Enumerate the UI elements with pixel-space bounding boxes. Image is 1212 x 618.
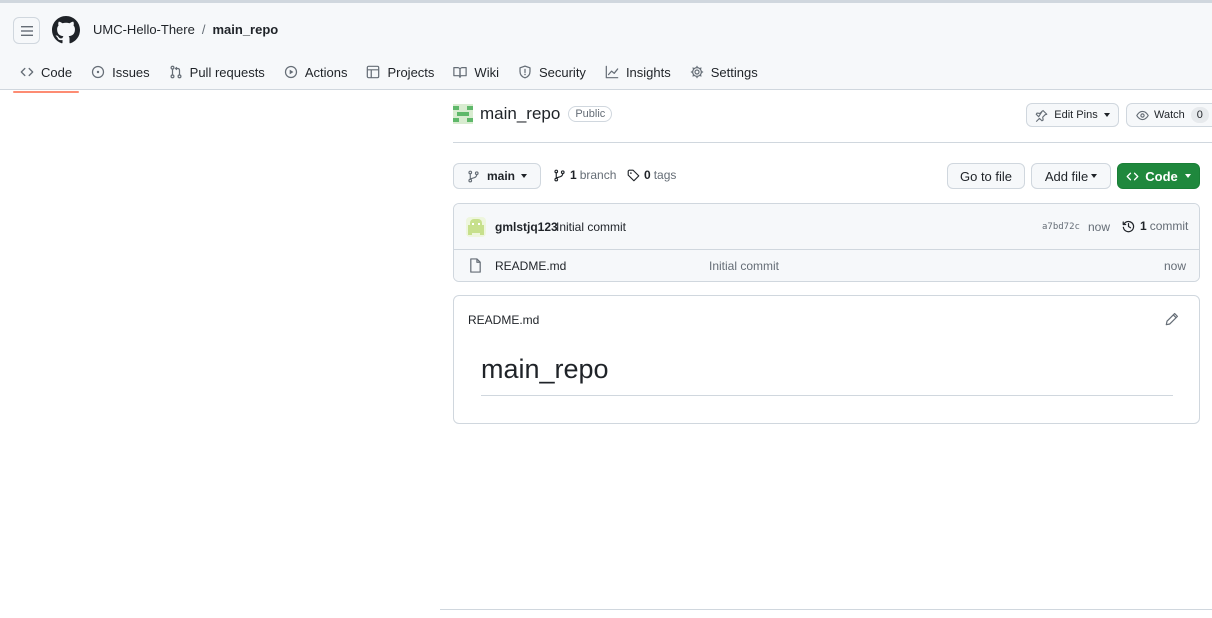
commit-message-link[interactable]: Initial commit — [556, 220, 627, 234]
commit-count: 1 — [1140, 219, 1147, 233]
caret-down-icon — [1091, 174, 1098, 178]
commit-sha-link[interactable]: a7bd72c — [1042, 222, 1080, 232]
repo-nav-tabs: Code Issues Pull requests Actions Projec… — [13, 55, 770, 93]
tab-actions[interactable]: Actions — [277, 55, 355, 89]
file-browser: gmlstjq123 Initial commit a7bd72c now 1 … — [453, 203, 1200, 282]
history-icon — [1122, 220, 1135, 232]
watch-button[interactable]: Watch 0 — [1126, 103, 1212, 127]
author-avatar[interactable] — [466, 217, 486, 237]
watch-count: 0 — [1190, 107, 1209, 123]
commits-history-link[interactable]: 1 commit — [1122, 219, 1188, 233]
repo-title-row: main_repo Public — [453, 104, 613, 124]
add-file-button[interactable]: Add file — [1031, 163, 1111, 189]
caret-down-icon — [1103, 113, 1110, 117]
code-icon — [20, 67, 34, 77]
tab-label: Projects — [387, 64, 435, 80]
edit-pins-label: Edit Pins — [1054, 109, 1098, 121]
tab-code[interactable]: Code — [13, 55, 80, 93]
file-time: now — [1163, 259, 1186, 273]
file-commit-message[interactable]: Initial commit — [709, 259, 780, 273]
tab-label: Actions — [304, 64, 348, 80]
tab-label: Insights — [625, 64, 671, 80]
tab-label: Code — [41, 64, 73, 80]
shield-icon — [519, 65, 531, 79]
tag-label: tags — [653, 168, 677, 182]
latest-commit-row: gmlstjq123 Initial commit a7bd72c now 1 … — [454, 204, 1199, 250]
app-header: UMC-Hello-There / main_repo Code Issues … — [0, 0, 1212, 93]
commit-author-link[interactable]: gmlstjq123 — [495, 220, 558, 234]
tab-issues[interactable]: Issues — [84, 55, 157, 89]
readme-panel: README.md main_repo — [453, 295, 1200, 424]
caret-down-icon — [521, 174, 527, 178]
tab-label: Pull requests — [189, 64, 265, 80]
branches-link[interactable]: 1 branch — [553, 168, 616, 182]
file-row[interactable]: README.md Initial commit now — [454, 250, 1199, 281]
tab-label: Issues — [112, 64, 150, 80]
git-branch-icon — [468, 170, 479, 182]
book-icon — [453, 67, 468, 78]
play-icon — [284, 65, 297, 79]
tag-count: 0 — [644, 168, 651, 182]
tab-label: Wiki — [474, 64, 499, 80]
commit-count-label: commit — [1149, 219, 1189, 233]
tab-projects[interactable]: Projects — [359, 55, 441, 89]
file-name-link[interactable]: README.md — [495, 259, 567, 273]
pencil-icon[interactable] — [1165, 312, 1179, 326]
code-button[interactable]: Code — [1117, 163, 1200, 189]
tab-wiki[interactable]: Wiki — [446, 55, 506, 89]
tab-security[interactable]: Security — [511, 55, 593, 89]
commit-time: now — [1088, 220, 1111, 234]
tab-settings[interactable]: Settings — [683, 55, 765, 89]
hamburger-icon — [20, 25, 33, 36]
git-pull-request-icon — [170, 65, 182, 79]
footer-divider — [440, 609, 1212, 610]
tab-label: Settings — [710, 64, 758, 80]
readme-filename[interactable]: README.md — [468, 313, 540, 327]
issue-opened-icon — [91, 65, 105, 79]
breadcrumb-repo-link[interactable]: main_repo — [212, 22, 279, 37]
tags-link[interactable]: 0 tags — [627, 168, 676, 182]
readme-heading: main_repo — [481, 354, 609, 384]
menu-button[interactable] — [13, 17, 40, 44]
tab-pull-requests[interactable]: Pull requests — [162, 55, 272, 89]
branch-label: branch — [579, 168, 617, 182]
repo-name[interactable]: main_repo — [480, 104, 561, 123]
code-icon — [1126, 172, 1139, 180]
git-branch-icon — [554, 169, 565, 181]
breadcrumb: UMC-Hello-There / main_repo — [93, 22, 278, 37]
code-button-label: Code — [1145, 168, 1178, 184]
graph-icon — [605, 65, 619, 79]
go-to-file-button[interactable]: Go to file — [947, 163, 1025, 189]
tab-label: Security — [538, 64, 586, 80]
branch-name: main — [486, 169, 515, 183]
caret-down-icon — [1184, 174, 1191, 178]
repo-owner-avatar — [453, 104, 473, 124]
breadcrumb-owner-link[interactable]: UMC-Hello-There — [93, 22, 195, 37]
gear-icon — [690, 65, 703, 79]
table-icon — [367, 65, 380, 79]
tag-icon — [627, 169, 640, 181]
add-file-label: Add file — [1044, 168, 1089, 184]
tab-insights[interactable]: Insights — [598, 55, 678, 89]
pin-icon — [1035, 109, 1048, 122]
visibility-badge: Public — [568, 106, 613, 122]
title-divider — [453, 142, 1212, 143]
breadcrumb-separator: / — [201, 22, 206, 37]
watch-label: Watch — [1154, 109, 1185, 121]
edit-pins-button[interactable]: Edit Pins — [1026, 103, 1119, 127]
go-to-file-label: Go to file — [959, 168, 1013, 184]
eye-icon — [1136, 110, 1149, 120]
github-logo-icon[interactable] — [52, 16, 80, 44]
readme-heading-rule — [481, 395, 1173, 396]
branch-count: 1 — [570, 168, 577, 182]
branch-select-button[interactable]: main — [453, 163, 541, 189]
file-icon — [470, 258, 481, 273]
